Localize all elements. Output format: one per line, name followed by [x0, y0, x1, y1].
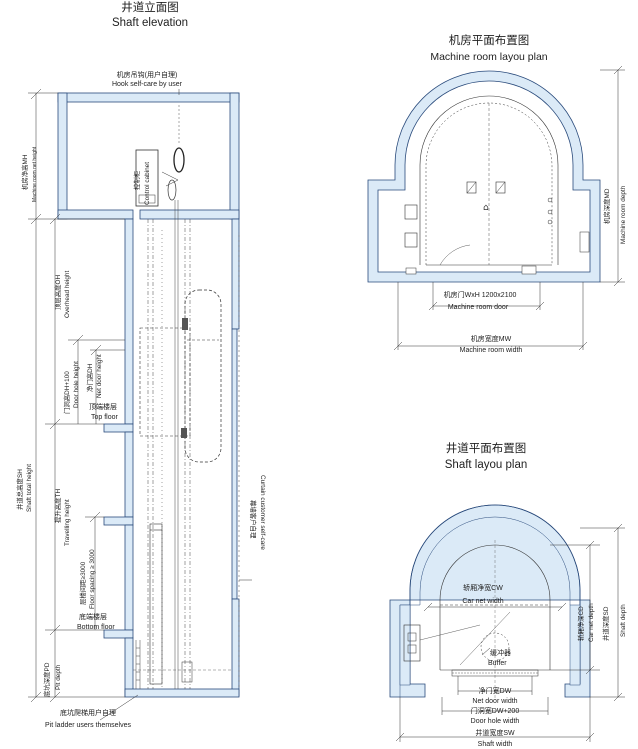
- shaft-elevation-title-cn: 井道立面图: [121, 2, 179, 14]
- pd-label-cn: 底坑深度PD: [44, 662, 51, 697]
- control-cabinet-label-cn: 控制柜: [134, 170, 141, 190]
- machine-room-walls: [57, 92, 240, 698]
- curtain-label-en: Curtain customer self-care: [259, 475, 266, 550]
- car-outline: [139, 327, 191, 437]
- dhw-label-cn: 门洞宽DW+200: [470, 708, 520, 715]
- machine-room-title-cn: 机房平面布置图: [448, 35, 530, 47]
- shaft-elevation-title-en: Shaft elevation: [111, 17, 189, 29]
- dhw-label-en: Door hole width: [470, 718, 520, 725]
- hook-label-cn: 机房吊钩(用户自理): [116, 72, 178, 79]
- ladder-label-en: Pit ladder users themselves: [45, 722, 131, 729]
- shaft-plan-dimensions: [395, 523, 625, 742]
- sd-label-en: Shaft depth: [620, 604, 627, 637]
- ladder-label-cn: 底坑爬梯用户自理: [60, 710, 116, 717]
- sw-label-en: Shaft width: [477, 741, 513, 748]
- top-floor-label-cn: 顶端楼层: [89, 404, 117, 411]
- counterweight: [149, 523, 163, 685]
- pit-ladder: [135, 640, 141, 689]
- machine-room-title-en: Machine room layou plan: [430, 51, 548, 63]
- bottom-floor-label-en: Bottom floor: [77, 624, 115, 631]
- curtain-label-cn: 幕墙客户自理: [249, 500, 256, 539]
- dh-label-en: Door hole height: [73, 361, 80, 408]
- cd-label-cn: 轿厢净深CD: [578, 606, 585, 641]
- md-label-en: Machine room depth: [620, 185, 627, 244]
- shaft-elevation-drawing: [28, 88, 252, 721]
- cw-label-en: Car net width: [462, 598, 504, 605]
- fs-label-cn: 层楼间距≥3000: [80, 561, 87, 605]
- ndh-label-en: Net door height: [96, 354, 103, 398]
- buffer-label-cn: 缓冲器: [490, 650, 511, 657]
- pd-label-en: Pit depth: [55, 664, 62, 690]
- buffer-label-en: Buffer: [488, 660, 507, 667]
- mh-label-cn: 机房净高MH: [22, 154, 29, 190]
- cd-label-en: Car net depth: [588, 603, 595, 642]
- shaft-plan-drawing: [389, 504, 625, 742]
- mw-label-en: Machine room width: [459, 347, 523, 354]
- oh-label-en: Overhead height: [64, 270, 71, 318]
- mw-label-cn: 机房宽度MW: [470, 336, 512, 343]
- shaft-plan-title-en: Shaft layou plan: [444, 459, 528, 471]
- control-cabinet: [135, 149, 159, 207]
- cw-label-cn: 轿厢净宽CW: [463, 585, 503, 592]
- mh-label-en: Machine room net height: [32, 146, 38, 202]
- control-cabinet-label-en: Control cabinet: [144, 162, 151, 205]
- machine-room-plan-drawing: ⌂: [367, 65, 625, 351]
- hook-label-en: Hook self-care by user: [111, 81, 183, 88]
- shaft-plan-title-cn: 井道平面布置图: [445, 443, 527, 455]
- sw-label-cn: 井道宽度SW: [475, 730, 515, 737]
- top-floor-label-en: Top floor: [91, 414, 118, 421]
- hook-icon: [173, 147, 185, 173]
- th-label-cn: 提升高度TH: [55, 488, 62, 523]
- dh-label-cn: 门洞高DH+100: [64, 371, 71, 414]
- machine-room-dimensions: [393, 65, 625, 351]
- bottom-floor-label-cn: 底端楼层: [79, 614, 107, 621]
- dw-label-cn: 净门宽DW: [478, 688, 512, 695]
- svg-text:⌂: ⌂: [483, 203, 489, 213]
- guide-rails: [147, 200, 191, 689]
- sh-label-cn: 井道总高度SH: [17, 469, 24, 510]
- machine-room-door-label-en: Machine room door: [447, 304, 509, 311]
- machine-room-door-label-cn: 机房门WxH 1200x2100: [443, 292, 517, 299]
- ndh-label-cn: 净门高DH: [87, 363, 94, 392]
- md-label-cn: 机房深度MD: [604, 188, 611, 224]
- sh-label-en: Shaft total height: [26, 464, 33, 512]
- sd-label-cn: 井道深度SD: [603, 606, 610, 641]
- dw-label-en: Net door width: [472, 698, 518, 705]
- oh-label-cn: 顶层高度OH: [55, 274, 62, 310]
- elevation-dimensions: [28, 88, 252, 721]
- fs-label-en: Floor spacing ≥ 3000: [89, 549, 96, 609]
- th-label-en: Travelling height: [64, 499, 71, 546]
